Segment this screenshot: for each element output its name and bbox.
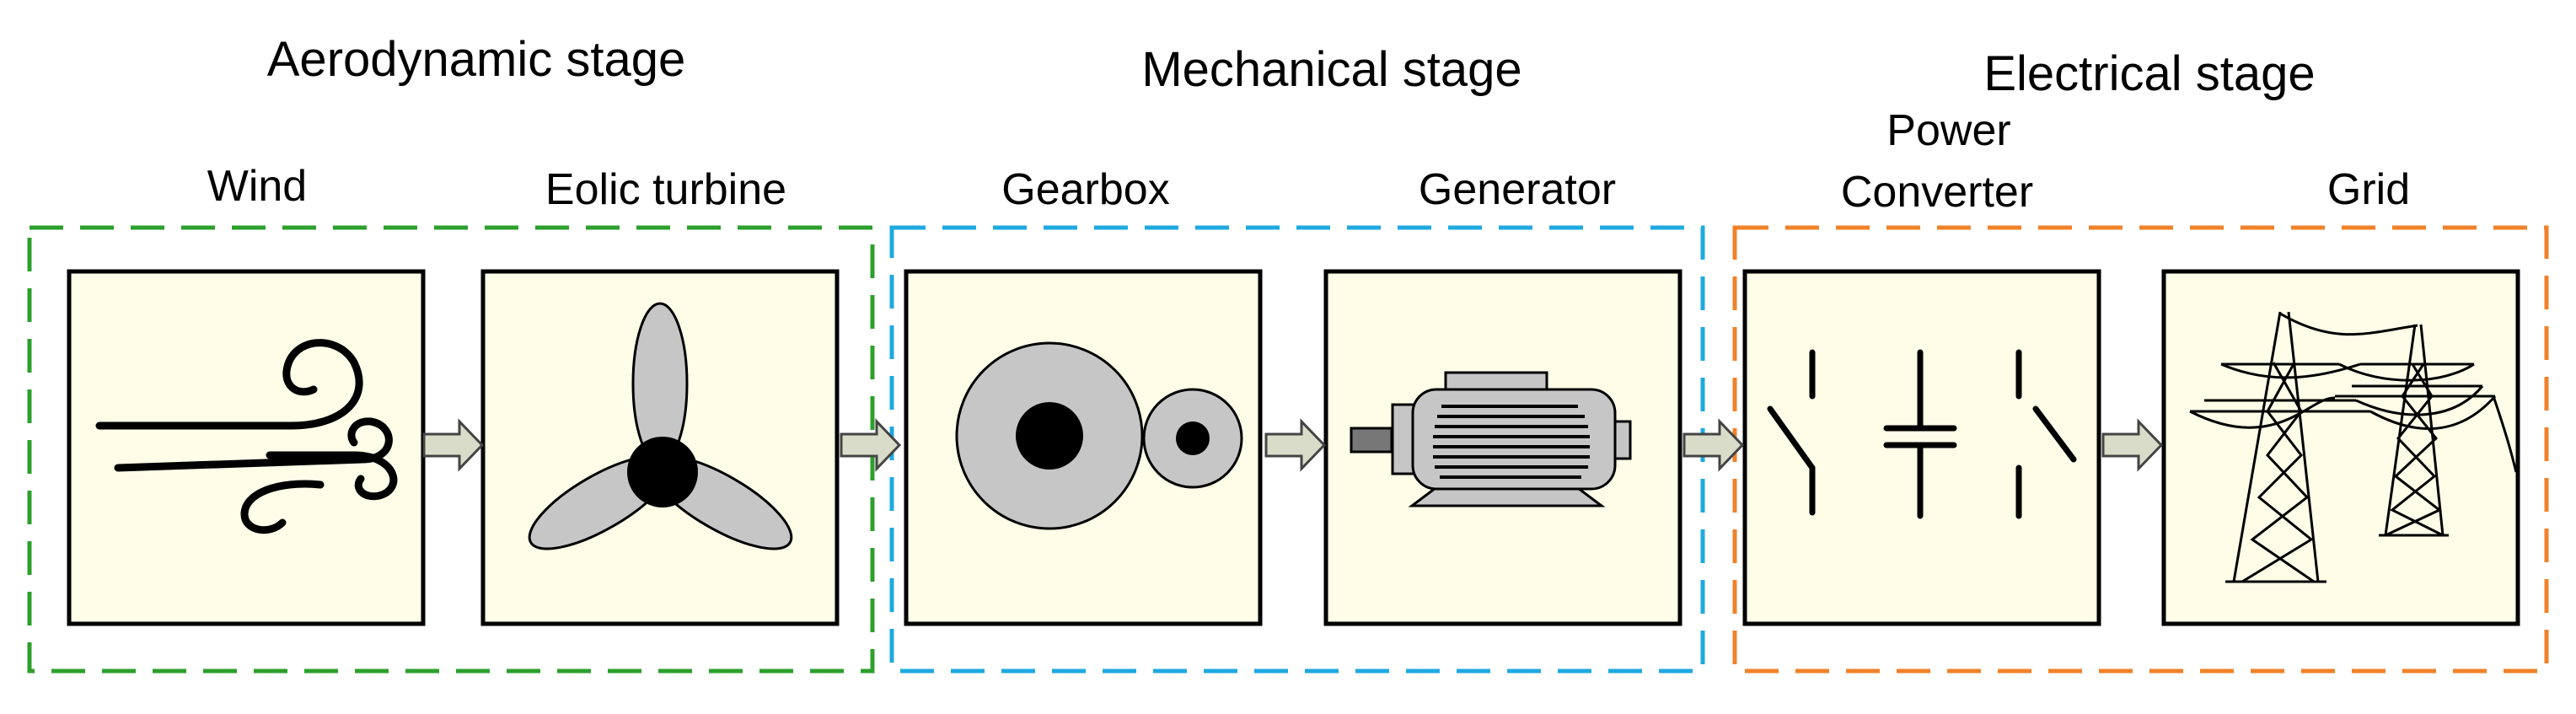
- component-label-gearbox: Gearbox: [1001, 165, 1169, 214]
- panel-wind: [67, 269, 426, 626]
- generator-icon: [1350, 371, 1632, 507]
- flow-arrow-5: [2101, 418, 2164, 472]
- wind-icon: [95, 339, 398, 534]
- stage-title-aerodynamic: Aerodynamic stage: [267, 32, 685, 87]
- component-label-grid: Grid: [2327, 165, 2410, 214]
- stage-title-electrical: Electrical stage: [1983, 46, 2315, 101]
- flow-arrow-1: [422, 418, 485, 472]
- flow-arrow-3: [1264, 418, 1327, 472]
- panel-grid: [2161, 269, 2520, 626]
- gearbox-icon: [955, 341, 1243, 530]
- component-label-generator: Generator: [1419, 165, 1616, 214]
- turbine-icon: [528, 302, 793, 550]
- component-label-converter-line2: Converter: [1841, 168, 2033, 217]
- transmission-tower-icon: [2189, 311, 2518, 583]
- stage-title-mechanical: Mechanical stage: [1141, 42, 1521, 97]
- component-label-turbine: Eolic turbine: [545, 165, 786, 214]
- component-label-converter-line1: Power: [1886, 106, 2010, 155]
- flow-arrow-2: [840, 418, 902, 472]
- power-converter-icon: [1767, 349, 2077, 519]
- flow-arrow-4: [1682, 418, 1745, 472]
- component-label-wind: Wind: [207, 162, 307, 211]
